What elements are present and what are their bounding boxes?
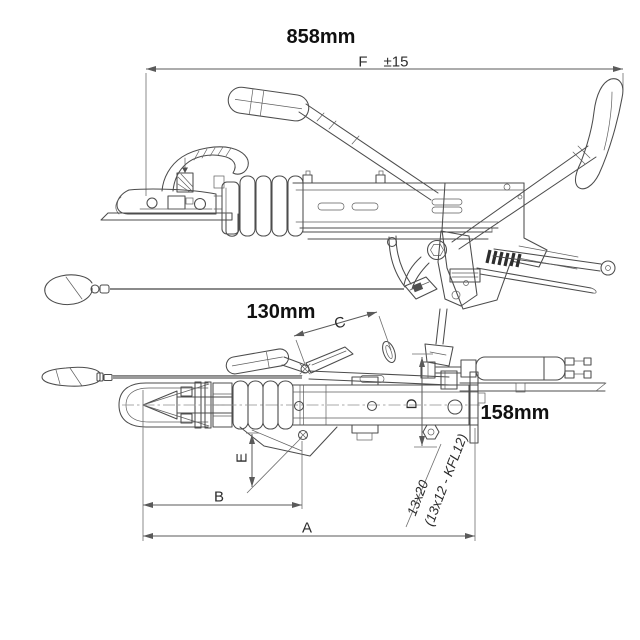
- cable-eye-icon: [90, 284, 100, 294]
- slot-leader: [405, 443, 442, 528]
- label-handle-length: 130mm: [246, 301, 316, 323]
- side-view: [44, 66, 624, 367]
- drawbar-tube-plan: [122, 371, 486, 457]
- rear-housing: [426, 182, 548, 310]
- dimension-c: [293, 311, 392, 368]
- bellows-side: [239, 175, 304, 237]
- handbrake-lever-engaged: [227, 86, 439, 201]
- tube-bolt-icon: [302, 174, 313, 184]
- dim-a-letter: A: [301, 519, 313, 537]
- handbrake-grip-plan-icon: [225, 348, 290, 375]
- dimension-a: [142, 390, 476, 541]
- ball-socket-icon: [142, 390, 178, 420]
- bellows-clamp-side: [213, 181, 240, 237]
- dim-f-letter: F: [358, 53, 368, 71]
- rubber-pad-icon: [485, 249, 522, 268]
- dimension-d: [412, 353, 437, 448]
- coupling-head-side: [100, 188, 233, 221]
- cable-clamp-icon: [404, 276, 438, 300]
- dimension-b: [143, 441, 303, 509]
- dim-f-tolerance: ±15: [383, 53, 409, 71]
- dimension-e: [246, 432, 303, 494]
- handbrake-grip-icon: [227, 86, 310, 122]
- tube-bolt-icon: [375, 174, 386, 184]
- label-overall-length: 858mm: [286, 26, 356, 48]
- shock-damper-plan: [420, 356, 607, 393]
- breakaway-cable-side: [44, 274, 404, 306]
- plan-view: [41, 311, 607, 541]
- dim-b-letter: B: [213, 488, 225, 506]
- handbrake-lever-released: [451, 78, 624, 250]
- hex-bolt-icon: [422, 424, 440, 440]
- label-height: 158mm: [480, 402, 550, 424]
- dim-e-letter: E: [233, 452, 251, 464]
- cable-eyelet-icon: [382, 340, 396, 364]
- mount-bolt-icon: [297, 429, 309, 441]
- gas-strut: [476, 245, 616, 294]
- coupling-handle: [161, 146, 249, 193]
- pivot-bolt-icon: [426, 239, 448, 261]
- breakaway-cable-plan: [41, 366, 303, 387]
- handbrake-lever-plan: [225, 340, 458, 390]
- dim-d-letter: D: [403, 398, 421, 410]
- brake-linkage: [386, 230, 478, 367]
